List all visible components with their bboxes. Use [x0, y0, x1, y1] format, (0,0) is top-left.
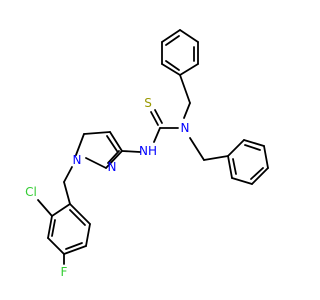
chlorine-atom-label: Cl: [25, 185, 37, 199]
thiourea-structure-diagram: S NH N N N Cl F: [25, 29, 269, 279]
pyrazole-n1-label: N: [73, 153, 82, 167]
pyrazole-n2-label: N: [108, 160, 117, 174]
amine-nh-label: NH: [139, 144, 157, 158]
urea-nitrogen-label: N: [181, 121, 190, 135]
bond-lines: [37, 29, 269, 265]
fluorine-atom-label: F: [61, 265, 68, 279]
sulfur-atom-label: S: [144, 96, 152, 110]
